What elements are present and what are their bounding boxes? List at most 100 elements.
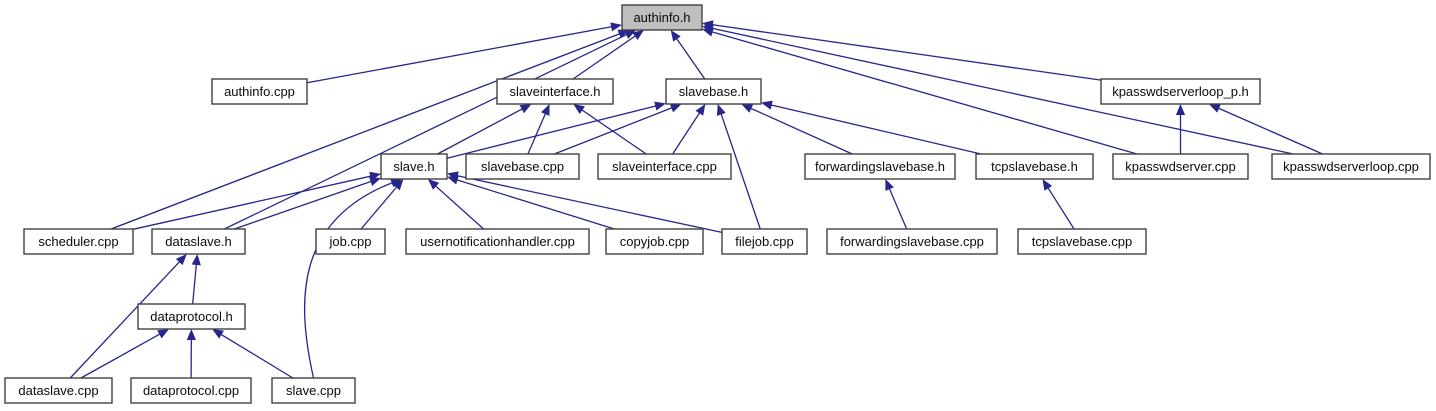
edge-kpasswdserver_cpp-to-kpasswdserverloop_p_h: [1175, 104, 1186, 154]
edge-line: [434, 185, 485, 230]
graph-node-tcpslavebase-cpp[interactable]: tcpslavebase.cpp: [1017, 228, 1147, 255]
arrow-head-icon: [1042, 179, 1053, 191]
edge-dataslave_h-to-slave_h: [234, 177, 381, 230]
edge-dataprotocol_h-to-dataslave_h: [191, 254, 201, 305]
graph-node-copyjob-cpp[interactable]: copyjob.cpp: [605, 228, 704, 255]
node-box[interactable]: [597, 153, 732, 180]
node-box[interactable]: [605, 228, 704, 255]
node-box[interactable]: [405, 228, 590, 255]
graph-node-authinfo-h[interactable]: authinfo.h: [621, 4, 703, 31]
graph-node-filejob-cpp[interactable]: filejob.cpp: [721, 228, 808, 255]
node-box[interactable]: [721, 228, 808, 255]
edge-job_cpp-to-slave_h: [360, 179, 404, 230]
node-box[interactable]: [151, 228, 246, 255]
graph-node-dataslave-h[interactable]: dataslave.h: [151, 228, 246, 255]
node-box[interactable]: [1100, 78, 1261, 105]
arrow-head-icon: [540, 104, 550, 116]
graph-node-kpasswdserverloop-cpp[interactable]: kpasswdserverloop.cpp: [1271, 153, 1431, 180]
edge-slavebase_cpp-to-slavebase_h: [554, 103, 682, 155]
graph-node-slavebase-h[interactable]: slavebase.h: [665, 78, 762, 105]
node-box[interactable]: [1112, 153, 1249, 180]
edge-line: [80, 333, 161, 379]
node-box[interactable]: [621, 4, 703, 31]
edge-tcpslavebase_h-to-slavebase_h: [761, 100, 982, 155]
node-box[interactable]: [1017, 228, 1147, 255]
graph-node-dataprotocol-cpp[interactable]: dataprotocol.cpp: [130, 377, 252, 404]
node-box[interactable]: [380, 153, 448, 180]
edge-line: [554, 107, 673, 155]
node-box[interactable]: [826, 228, 998, 255]
edge-kpasswdserver_cpp-to-authinfo_h: [702, 27, 1138, 155]
arrow-head-icon: [632, 30, 644, 41]
graph-node-authinfo-cpp[interactable]: authinfo.cpp: [211, 78, 308, 105]
edge-line: [456, 175, 723, 234]
node-box[interactable]: [1271, 153, 1431, 180]
edge-line: [192, 263, 198, 305]
node-box[interactable]: [496, 78, 614, 105]
graph-node-slaveinterface-h[interactable]: slaveinterface.h: [496, 78, 614, 105]
edge-slaveinterface_cpp-to-slavebase_h: [672, 104, 706, 155]
edge-line: [572, 35, 637, 80]
graph-node-slavebase-cpp[interactable]: slavebase.cpp: [465, 153, 580, 180]
graph-node-slaveinterface-cpp[interactable]: slaveinterface.cpp: [597, 153, 732, 180]
arrow-head-icon: [392, 179, 404, 191]
graph-node-job-cpp[interactable]: job.cpp: [315, 228, 386, 255]
edge-line: [360, 186, 398, 230]
node-box[interactable]: [4, 377, 113, 404]
node-box[interactable]: [804, 153, 956, 180]
edge-copyjob_cpp-to-slave_h: [447, 175, 615, 230]
edge-line: [234, 180, 372, 230]
node-box[interactable]: [315, 228, 386, 255]
arrow-head-icon: [369, 177, 381, 186]
arrow-head-icon: [670, 30, 681, 42]
node-box[interactable]: [23, 228, 134, 255]
edge-line: [224, 33, 628, 230]
node-layer: authinfo.h authinfo.cpp slaveinterface.h sl…: [4, 4, 1431, 404]
edge-line: [220, 333, 294, 379]
graph-node-slave-cpp[interactable]: slave.cpp: [271, 377, 356, 404]
graph-node-slave-h[interactable]: slave.h: [380, 153, 448, 180]
node-box[interactable]: [137, 303, 246, 330]
graph-node-kpasswdserver-cpp[interactable]: kpasswdserver.cpp: [1112, 153, 1249, 180]
graph-node-kpasswdserverloop-p-h[interactable]: kpasswdserverloop_p.h: [1100, 78, 1261, 105]
edge-line: [720, 113, 761, 230]
edge-line: [675, 37, 706, 80]
arrow-head-icon: [1208, 104, 1221, 113]
node-box[interactable]: [211, 78, 308, 105]
node-box[interactable]: [465, 153, 580, 180]
graph-node-forwardingslavebase-h[interactable]: forwardingslavebase.h: [804, 153, 956, 180]
graph-node-dataprotocol-h[interactable]: dataprotocol.h: [137, 303, 246, 330]
arrow-head-icon: [1175, 104, 1186, 115]
graph-node-usernotificationhandler-cpp[interactable]: usernotificationhandler.cpp: [405, 228, 590, 255]
edge-dataprotocol_cpp-to-dataprotocol_h: [186, 329, 196, 379]
node-box[interactable]: [271, 377, 356, 404]
edge-line: [527, 112, 547, 155]
arrow-head-icon: [157, 329, 170, 339]
node-box[interactable]: [130, 377, 252, 404]
arrow-head-icon: [654, 101, 666, 111]
edge-line: [581, 109, 647, 155]
edge-line: [110, 32, 621, 230]
edge-slavebase_h-to-authinfo_h: [670, 30, 706, 80]
edge-line: [711, 23, 1102, 81]
arrow-head-icon: [447, 171, 459, 181]
edge-line: [770, 104, 982, 155]
edge-authinfo_cpp-to-authinfo_h: [306, 22, 622, 84]
arrow-head-icon: [885, 179, 894, 191]
graph-node-scheduler-cpp[interactable]: scheduler.cpp: [23, 228, 134, 255]
edge-line: [132, 175, 372, 230]
arrow-head-icon: [175, 254, 187, 266]
graph-node-tcpslavebase-h[interactable]: tcpslavebase.h: [975, 153, 1094, 180]
edge-slave_h-to-slaveinterface_h: [437, 104, 532, 155]
edge-slave_h-to-slavebase_h: [446, 101, 666, 159]
edge-layer: [69, 20, 1323, 379]
node-box[interactable]: [665, 78, 762, 105]
graph-node-dataslave-cpp[interactable]: dataslave.cpp: [4, 377, 113, 404]
edge-forwardingslavebase_cpp-to-forwardingslavebase_h: [885, 179, 908, 230]
graph-node-forwardingslavebase-cpp[interactable]: forwardingslavebase.cpp: [826, 228, 998, 255]
edge-scheduler_cpp-to-authinfo_h: [110, 29, 630, 230]
node-box[interactable]: [975, 153, 1094, 180]
arrow-head-icon: [212, 329, 224, 339]
